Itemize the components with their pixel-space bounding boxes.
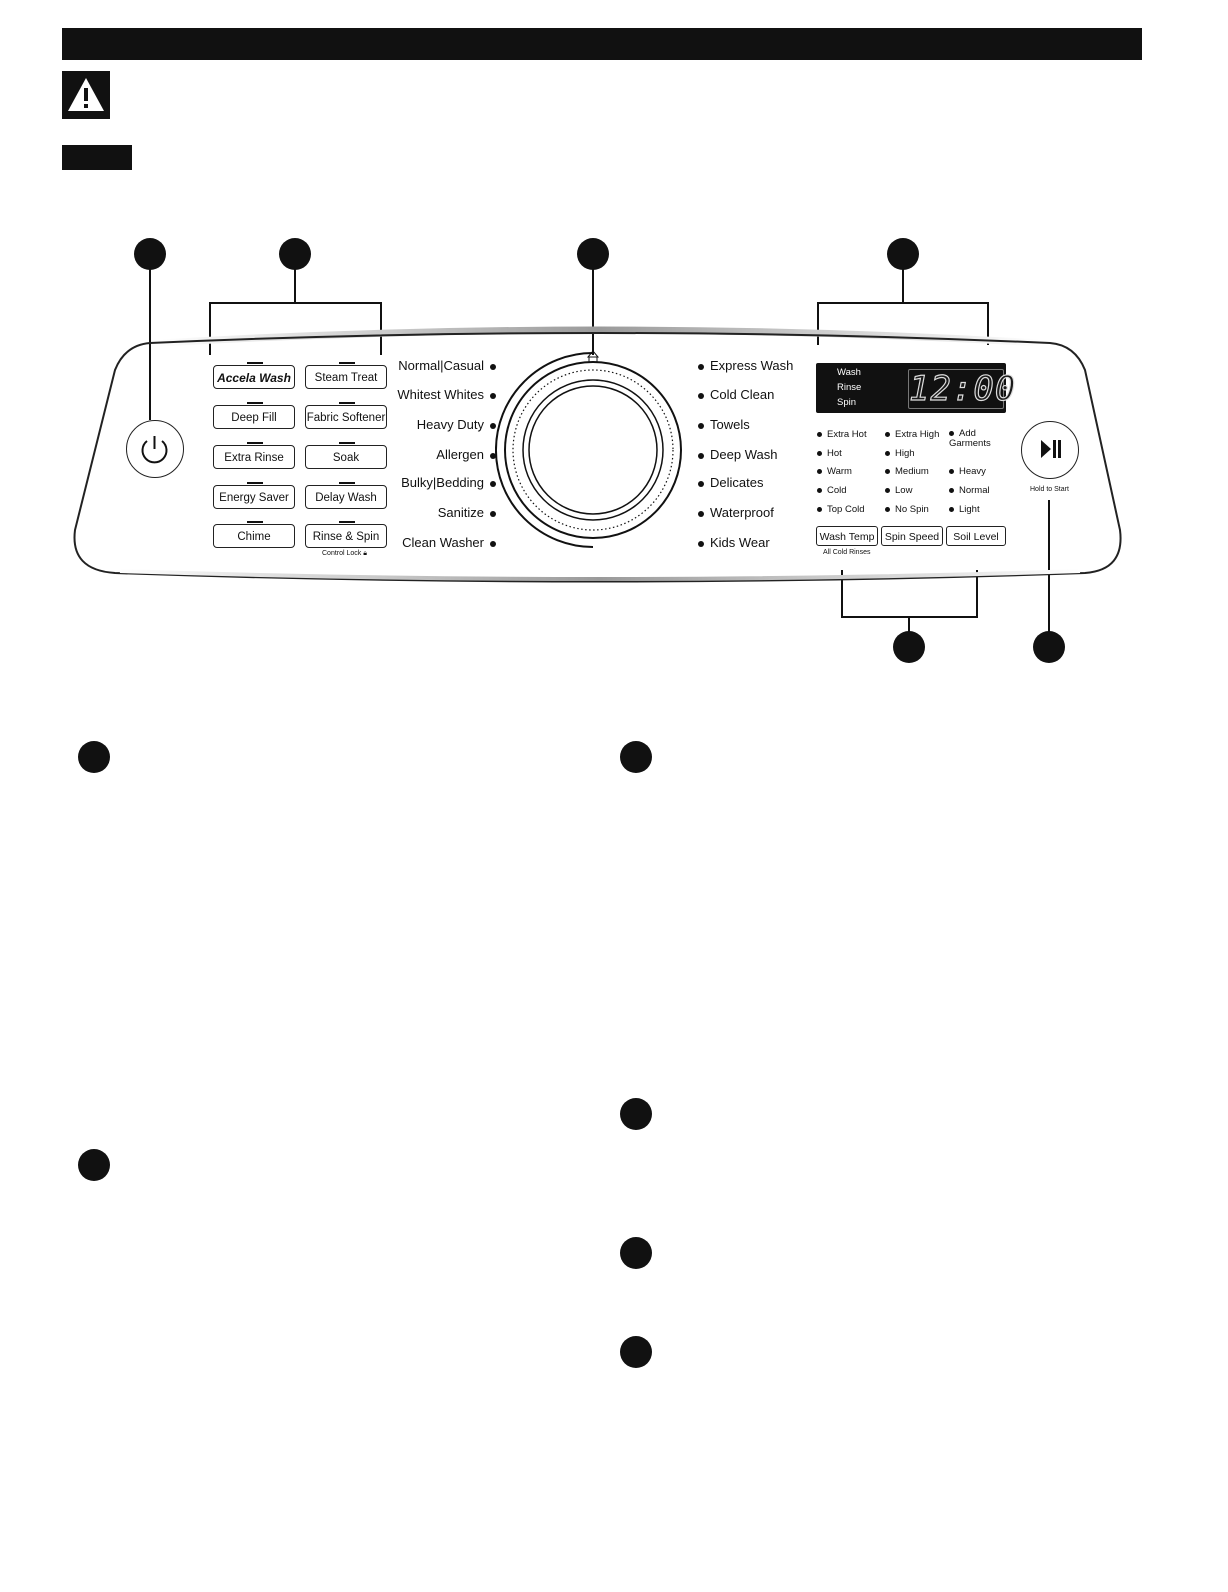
extra-rinse-button[interactable]: Extra Rinse — [213, 442, 295, 469]
power-button[interactable] — [126, 420, 184, 478]
cycle-waterproof[interactable]: Waterproof — [698, 505, 774, 520]
header-bar — [62, 28, 1142, 60]
soil-heavy: Heavy — [949, 466, 986, 477]
section-marker-display — [620, 1098, 652, 1130]
chime-button[interactable]: Chime — [213, 521, 295, 548]
wash-temp-button[interactable]: Wash Temp — [816, 526, 878, 546]
home-icon — [586, 350, 600, 363]
cycle-cold-clean[interactable]: Cold Clean — [698, 387, 774, 402]
section-marker-power — [78, 741, 110, 773]
cycle-bulky-bedding[interactable]: Bulky|Bedding — [356, 475, 496, 490]
time-readout: 12:00 — [908, 369, 1017, 409]
spin-extra-high: Extra High — [885, 429, 939, 440]
cycle-sanitize[interactable]: Sanitize — [356, 505, 496, 520]
callout-marker-options — [279, 238, 311, 270]
fabric-softener-button[interactable]: Fabric Softener — [305, 402, 387, 429]
energy-saver-button[interactable]: Energy Saver — [213, 482, 295, 509]
status-display: Wash Rinse Spin 12:00 — [816, 363, 1017, 413]
section-marker-start — [620, 1336, 652, 1368]
cycle-express-wash[interactable]: Express Wash — [698, 358, 793, 373]
cycle-normal-casual[interactable]: Normal|Casual — [356, 358, 496, 373]
cycle-towels[interactable]: Towels — [698, 417, 750, 432]
cycle-kids-wear[interactable]: Kids Wear — [698, 535, 770, 550]
warning-icon — [62, 71, 110, 119]
cycle-clean-washer[interactable]: Clean Washer — [356, 535, 496, 550]
cycle-selector-knob[interactable] — [495, 350, 695, 550]
temp-hot: Hot — [817, 448, 842, 459]
spin-no-spin: No Spin — [885, 504, 929, 515]
section-marker-options — [78, 1149, 110, 1181]
cycle-whitest-whites[interactable]: Whitest Whites — [356, 387, 496, 402]
cycle-delicates[interactable]: Delicates — [698, 475, 763, 490]
power-icon — [141, 436, 168, 464]
cycle-allergen[interactable]: Allergen — [356, 447, 496, 462]
soil-add-garments: Add Garments — [949, 428, 991, 449]
rinse-spin-button[interactable]: Rinse & Spin — [305, 521, 387, 548]
cycle-deep-wash[interactable]: Deep Wash — [698, 447, 777, 462]
start-pause-button[interactable] — [1021, 421, 1079, 479]
steam-treat-button[interactable]: Steam Treat — [305, 362, 387, 389]
control-lock-label: Control Lock 🔒︎ — [322, 550, 367, 557]
temp-warm: Warm — [817, 466, 852, 477]
delay-wash-button[interactable]: Delay Wash — [305, 482, 387, 509]
deep-fill-button[interactable]: Deep Fill — [213, 402, 295, 429]
section-marker-cycle-selector — [620, 741, 652, 773]
spin-high: High — [885, 448, 915, 459]
spin-low: Low — [885, 485, 912, 496]
control-panel-outline — [73, 326, 1122, 583]
callout-marker-cycle-modifiers — [893, 631, 925, 663]
cycle-heavy-duty[interactable]: Heavy Duty — [356, 417, 496, 432]
soil-normal: Normal — [949, 485, 990, 496]
soil-light: Light — [949, 504, 980, 515]
status-spin: Spin — [837, 397, 857, 408]
status-rinse: Rinse — [837, 382, 862, 393]
status-wash: Wash — [837, 367, 861, 378]
temp-extra-hot: Extra Hot — [817, 429, 867, 440]
temp-cold: Cold — [817, 485, 847, 496]
callout-lines — [149, 262, 1050, 634]
accela-wash-button[interactable]: Accela Wash — [213, 362, 295, 389]
temp-top-cold: Top Cold — [817, 504, 865, 515]
spin-speed-button[interactable]: Spin Speed — [881, 526, 943, 546]
callout-marker-cycle-selector — [577, 238, 609, 270]
soil-level-button[interactable]: Soil Level — [946, 526, 1006, 546]
spin-medium: Medium — [885, 466, 929, 477]
play-pause-icon — [1041, 440, 1061, 458]
callout-marker-power — [134, 238, 166, 270]
note-label-box — [62, 145, 132, 170]
callout-marker-start — [1033, 631, 1065, 663]
hold-to-start-label: Hold to Start — [1030, 486, 1069, 493]
soak-button[interactable]: Soak — [305, 442, 387, 469]
section-marker-cycle-modifiers — [620, 1237, 652, 1269]
lock-icon: 🔒︎ — [363, 550, 367, 557]
all-cold-rinses-label: All Cold Rinses — [823, 549, 871, 556]
callout-marker-display — [887, 238, 919, 270]
